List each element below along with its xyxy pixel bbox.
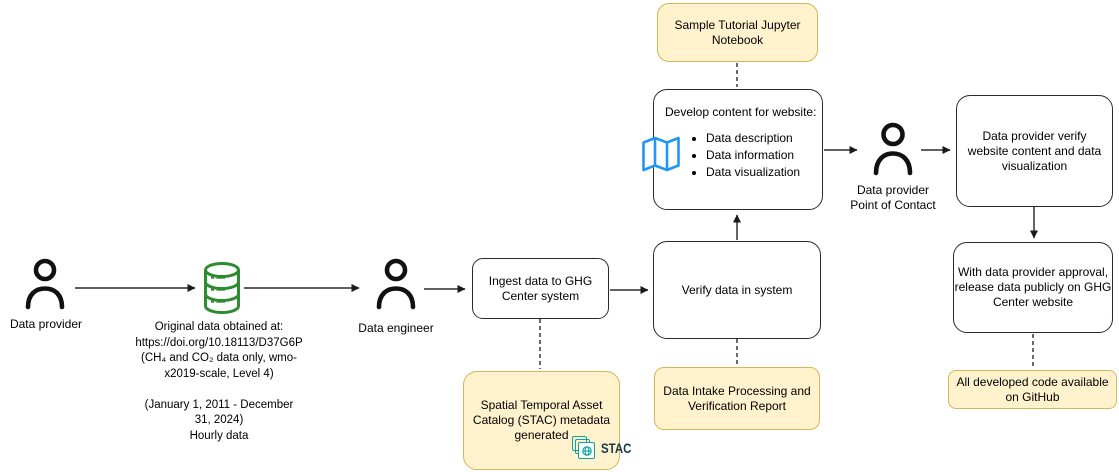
verify-website-box: Data provider verify website content and…: [956, 95, 1113, 207]
stac-metadata-label: Spatial Temporal Asset Catalog (STAC) me…: [472, 398, 611, 442]
stack-page-front: [578, 442, 595, 459]
person-icon: [376, 258, 416, 310]
stac-metadata-note: Spatial Temporal Asset Catalog (STAC) me…: [463, 371, 631, 470]
develop-title: Develop content for website:: [665, 105, 817, 119]
data-engineer-label: Data engineer: [358, 321, 434, 335]
stac-logo-text: STAC: [601, 439, 632, 456]
database-icon: [204, 262, 240, 314]
map-icon: [642, 136, 680, 172]
bullet-data-information: Data information: [706, 149, 800, 162]
globe-icon: [581, 445, 592, 456]
person-icon: [873, 122, 913, 176]
person-icon: [25, 258, 65, 310]
bullet-data-visualization: Data visualization: [706, 166, 800, 179]
source-data-note: Original data obtained at: https://doi.o…: [135, 321, 303, 442]
data-provider-label: Data provider: [9, 317, 83, 331]
stac-logo: STAC: [572, 434, 638, 462]
develop-bullet-list: Data description Data information Data v…: [706, 132, 800, 183]
develop-content-box: Develop content for website: Data descri…: [642, 89, 823, 210]
jupyter-notebook-note: Sample Tutorial Jupyter Notebook: [657, 3, 818, 62]
bullet-data-description: Data description: [706, 132, 800, 145]
intake-report-note: Data Intake Processing and Verification …: [654, 367, 820, 430]
verify-data-box: Verify data in system: [653, 241, 821, 339]
ingest-data-box: Ingest data to GHG Center system: [472, 258, 609, 319]
release-data-box: With data provider approval, release dat…: [953, 242, 1113, 333]
stac-stack-icon: [572, 434, 599, 462]
github-code-note: All developed code available on GitHub: [948, 370, 1117, 409]
poc-label: Data provider Point of Contact: [850, 183, 936, 212]
